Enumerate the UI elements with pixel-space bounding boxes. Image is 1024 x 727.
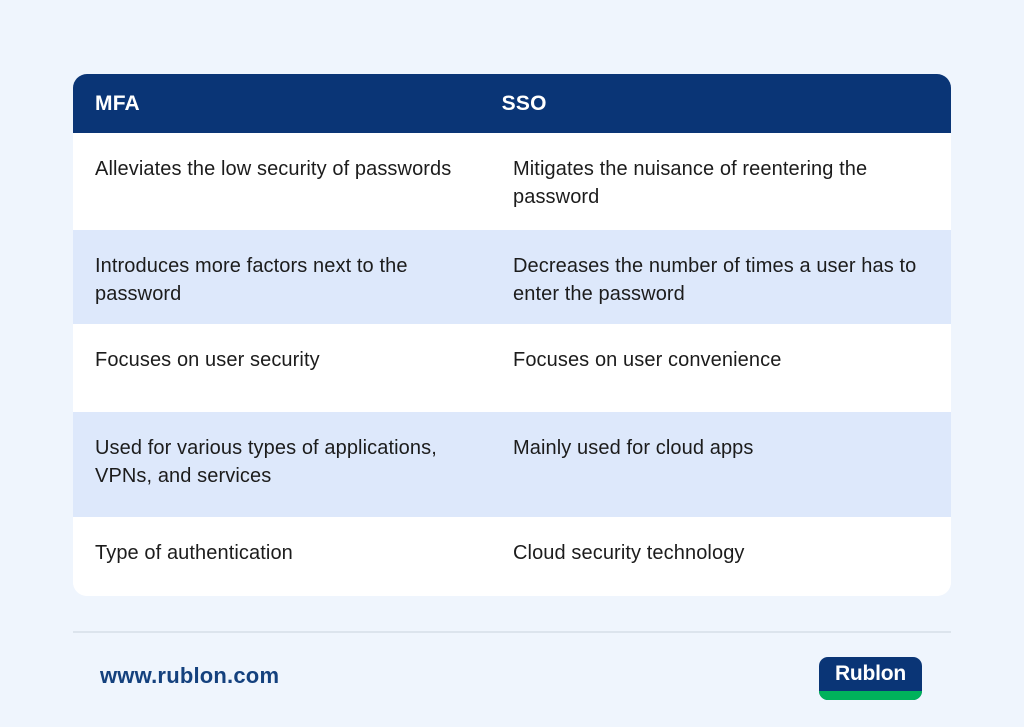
column-header-mfa: MFA — [95, 91, 140, 115]
cell-sso: Mainly used for cloud apps — [513, 437, 754, 459]
table-row: Type of authentication Cloud security te… — [73, 517, 951, 596]
table-row: Used for various types of applications, … — [73, 412, 951, 517]
cell-mfa: Used for various types of applications, … — [95, 437, 437, 487]
cell-sso: Cloud security technology — [513, 542, 745, 564]
column-header-sso: SSO — [501, 91, 547, 115]
rublon-logo-green-bar — [819, 691, 922, 700]
footer-divider — [73, 631, 951, 633]
rublon-logo-wordmark: Rublon — [834, 662, 907, 685]
table-header-row: MFA SSO — [73, 74, 951, 133]
rublon-logo: Rublon — [819, 657, 922, 700]
cell-mfa: Type of authentication — [95, 542, 293, 564]
comparison-table-card: MFA SSO Alleviates the low security of p… — [73, 74, 951, 596]
table-row: Alleviates the low security of passwords… — [73, 133, 951, 230]
site-url-link[interactable]: www.rublon.com — [100, 663, 280, 688]
table-row: Focuses on user security Focuses on user… — [73, 324, 951, 412]
cell-sso: Focuses on user convenience — [513, 349, 782, 371]
cell-sso: Mitigates the nuisance of reentering the… — [513, 158, 868, 208]
cell-mfa: Alleviates the low security of passwords — [95, 158, 452, 180]
cell-mfa: Introduces more factors next to the pass… — [95, 255, 408, 305]
table-row: Introduces more factors next to the pass… — [73, 230, 951, 324]
cell-sso: Decreases the number of times a user has… — [513, 255, 917, 305]
cell-mfa: Focuses on user security — [95, 349, 320, 371]
